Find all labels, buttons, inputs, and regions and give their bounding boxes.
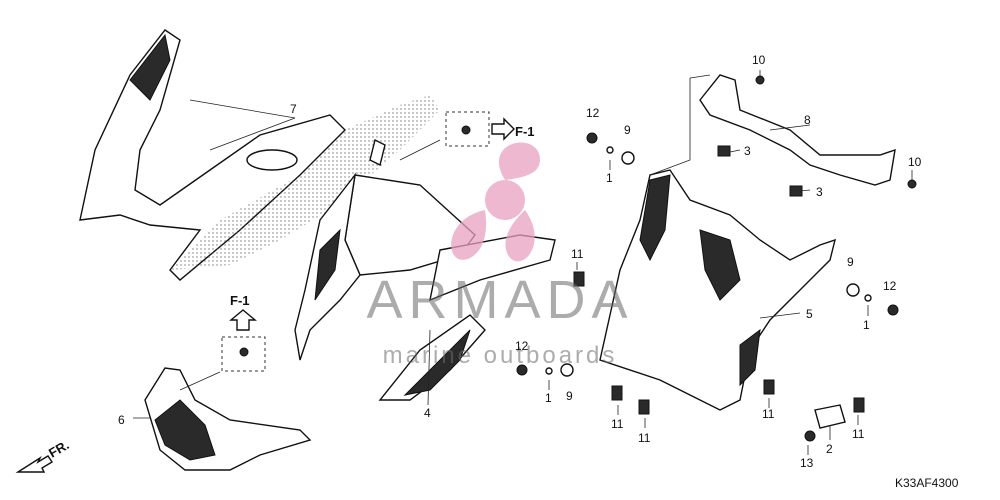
callout-3-upper: 3 <box>744 144 751 158</box>
callout-5: 5 <box>806 307 813 321</box>
ref-label-upper: F-1 <box>515 124 535 139</box>
part-7-upper-cowl <box>79 29 440 281</box>
callout-7: 7 <box>290 102 297 116</box>
diagram-code: K33AF4300 <box>895 476 959 490</box>
direction-label: FR. <box>46 437 72 460</box>
ref-box-upper <box>445 111 515 147</box>
callout-3-lower: 3 <box>816 185 823 199</box>
callout-9-lower: 9 <box>566 389 573 403</box>
callout-10-right: 10 <box>908 155 922 169</box>
callout-8: 8 <box>804 113 811 127</box>
hardware-items <box>239 75 917 442</box>
callout-9-right: 9 <box>847 255 854 269</box>
part-2-clip <box>814 404 846 429</box>
watermark-tagline: marine outboards <box>383 342 618 369</box>
callout-4: 4 <box>424 406 431 420</box>
callout-2: 2 <box>826 442 833 456</box>
callout-11-e: 11 <box>852 427 865 441</box>
watermark-logo-icon <box>451 142 540 262</box>
callout-12-lower: 12 <box>515 339 529 353</box>
leader-lines <box>133 70 913 455</box>
callout-12-upper: 12 <box>586 106 600 120</box>
ref-box-lower <box>221 309 266 372</box>
callout-labels: 7 4 6 5 8 3 3 10 10 12 9 1 9 12 1 12 1 9… <box>46 53 959 490</box>
watermark-brand: ARMADA <box>366 270 633 330</box>
ref-label-lower: F-1 <box>230 293 250 308</box>
watermark: ARMADA marine outboards <box>366 142 633 369</box>
callout-1-right: 1 <box>863 318 870 332</box>
part-5-inner-frame <box>599 169 836 411</box>
callout-1-lower: 1 <box>545 391 552 405</box>
callout-10-upper: 10 <box>752 53 766 67</box>
part-6-lower-cowl <box>144 367 312 471</box>
part-8-bracket <box>699 74 896 186</box>
callout-11-a: 11 <box>571 247 584 261</box>
callout-12-right: 12 <box>883 279 897 293</box>
callout-11-b: 11 <box>611 417 624 431</box>
callout-1-upper: 1 <box>606 171 613 185</box>
callout-11-d: 11 <box>762 407 775 421</box>
callout-9-upper: 9 <box>624 123 631 137</box>
callout-13: 13 <box>800 456 814 470</box>
callout-6: 6 <box>118 413 125 427</box>
front-direction-arrow <box>15 455 53 473</box>
callout-11-c: 11 <box>638 431 651 445</box>
